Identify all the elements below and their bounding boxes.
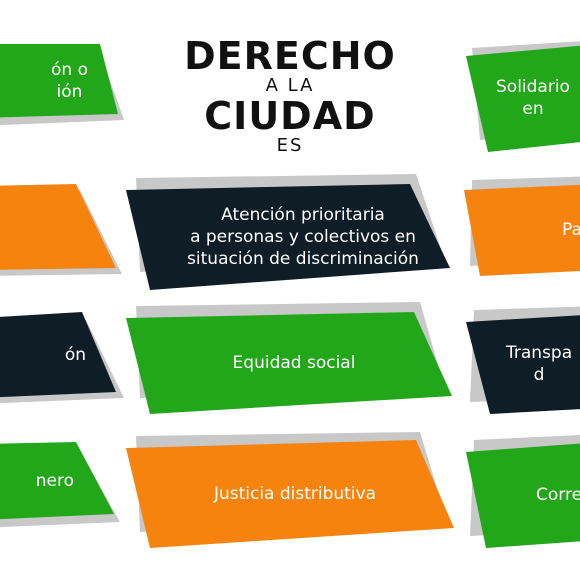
heading-line-a-la: A LA [265,75,315,96]
tile-label: Corre [536,485,580,505]
heading-line-es: ES [276,135,304,156]
tile-label: Equidad social [232,353,356,373]
tile-label: Justicia distributiva [213,484,377,504]
tile-shape [126,432,454,548]
tile-label: Solidario en [496,77,570,119]
tile-background [466,443,580,548]
tile-shape [466,306,580,414]
tile-row3-right: Transpa d [466,306,580,414]
tile-label: ón o ión [51,60,88,102]
tile-background [466,315,580,414]
tile-shape [0,44,124,126]
tile-label: Atención prioritaria a personas y colect… [187,205,419,269]
heading-line-derecho: DERECHO [184,34,396,78]
tile-shape [464,176,580,276]
tile-background [0,44,118,118]
tile-label: Transpa d [506,343,573,385]
tile-shape [0,442,120,528]
tile-top-left: ón o ión [0,44,124,126]
tile-background [0,442,114,520]
tile-label [0,184,116,270]
tile-row4-right: Corre [466,434,580,548]
tile-shape [0,184,122,276]
tile-shape [126,174,450,290]
tile-shape [466,434,580,548]
tile-shape [0,312,124,404]
tile-top-right: Solidario en [466,41,580,152]
tile-row2-left [0,184,122,276]
tile-background [464,184,580,276]
tile-row3-left: ón [0,312,124,404]
tile-label: Pa [562,220,580,240]
tile-background [126,184,450,290]
tile-row4-left: nero [0,442,120,528]
tile-row3-center: Equidad social [126,302,452,414]
tile-label: nero [35,471,74,491]
tile-background [0,184,116,270]
tile-row4-center: Justicia distributiva [126,432,454,548]
tile-row2-center: Atención prioritaria a personas y colect… [126,174,450,290]
tile-shape [126,302,452,414]
tile-shape [466,41,580,152]
tile-row2-right: Pa [464,176,580,276]
tile-label: ón [64,345,86,365]
tile-background [126,312,452,414]
tile-background [466,45,580,152]
heading: DERECHO A LA CIUDAD ES [140,36,440,156]
heading-line-ciudad: CIUDAD [204,94,376,138]
tile-background [126,440,454,548]
tile-background [0,312,116,398]
